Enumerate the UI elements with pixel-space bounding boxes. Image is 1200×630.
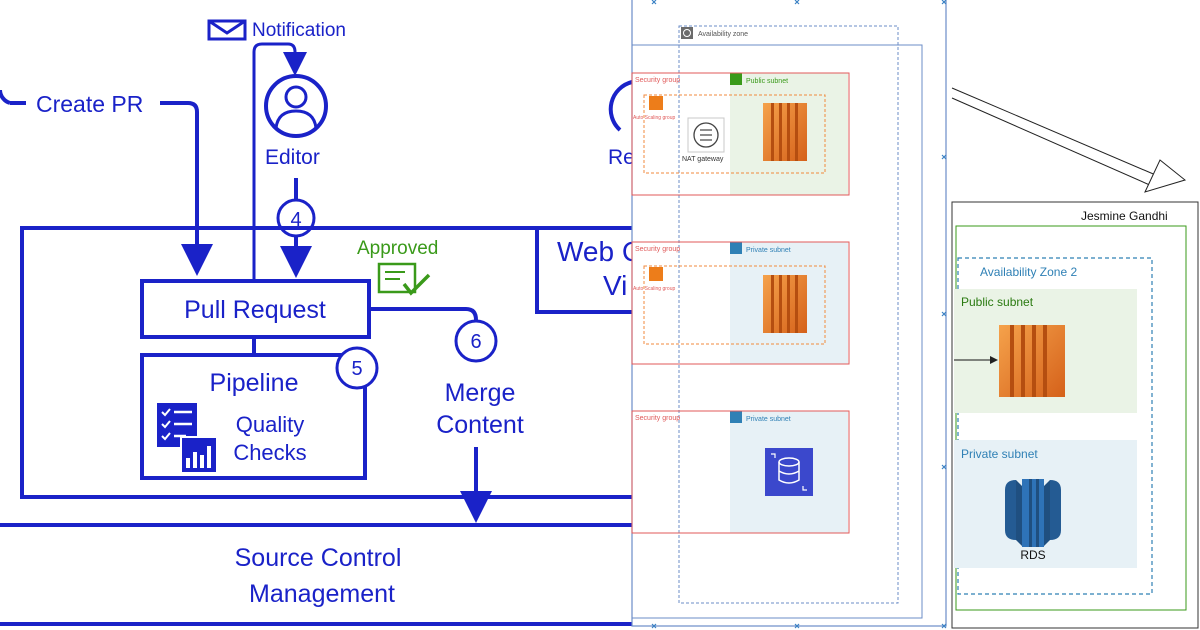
quality-label-line2: Checks: [233, 440, 306, 465]
workflow-container: [20, 226, 632, 499]
availability-zone-label: Availability zone: [698, 31, 748, 38]
security-group-label-1: Security group: [635, 77, 680, 84]
lock-icon: [730, 242, 742, 254]
step-6-circle: [454, 319, 498, 363]
pull-request-label: Pull Request: [184, 296, 326, 324]
reviewer-avatar-partial: [608, 80, 633, 132]
right-panel: Jesmine Gandhi Availability Zone 2 Publi…: [951, 87, 1199, 629]
auto-scaling-icon: [649, 96, 663, 110]
envelope-icon: [207, 19, 247, 41]
scm-label-line2: Management: [249, 580, 395, 608]
create-pr-arrow: [160, 101, 213, 276]
web-label-line2: Vi: [603, 270, 627, 301]
ec2-instance-icon: [999, 325, 1065, 397]
security-group-label-3: Security group: [635, 415, 680, 422]
middle-panel: Availability zone Public subnet Security…: [631, 0, 952, 630]
private-subnet-label-1: Private subnet: [746, 247, 791, 254]
ec2-instance-icon: [763, 275, 807, 333]
merge-label-line2: Content: [436, 411, 524, 439]
lock-icon: [730, 411, 742, 423]
merge-label-line1: Merge: [445, 379, 516, 407]
availability-zone-2-label: Availability Zone 2: [980, 265, 1077, 279]
lock-icon: [730, 73, 742, 85]
security-group-box-2: [631, 241, 850, 365]
auto-scaling-icon: [649, 267, 663, 281]
vpc-box: [955, 225, 1187, 611]
security-group-label-2: Security group: [635, 246, 680, 253]
notification-label: Notification: [252, 20, 346, 41]
rds-database-icon: [765, 448, 813, 496]
step-5-circle: [335, 346, 379, 390]
hollow-arrow: [951, 87, 1187, 193]
checklist-chart-icon: [157, 403, 218, 474]
step-5-label: 5: [351, 358, 362, 380]
merge-connector: [369, 307, 478, 321]
create-pr-label: Create PR: [36, 91, 143, 117]
pipeline-label: Pipeline: [210, 369, 299, 397]
rds-database-icon: [1005, 479, 1061, 547]
auto-scaling-label-1: Auto Scaling group: [633, 115, 675, 121]
auto-scaling-group-box-1: [643, 94, 826, 174]
private-subnet-label-2: Private subnet: [746, 416, 791, 423]
private-subnet-label: Private subnet: [961, 447, 1038, 461]
vpc-frame: [632, 44, 923, 619]
auto-scaling-group-box-2: [643, 265, 826, 345]
availability-zone-icon: [681, 27, 693, 39]
selection-handles: [651, 0, 947, 629]
availability-zone-box: [678, 25, 899, 604]
pull-request-box: [140, 279, 371, 339]
ec2-instance-icon: [763, 103, 807, 161]
owner-frame: [951, 201, 1199, 629]
public-subnet-label: Public subnet: [746, 78, 788, 85]
owner-label: Jesmine Gandhi: [1081, 209, 1168, 223]
availability-zone-2-box: [957, 257, 1153, 595]
web-box: [535, 226, 632, 314]
security-group-box-3: [631, 410, 850, 534]
step-6-label: 6: [470, 331, 481, 353]
create-pr-start-node: [0, 89, 11, 105]
step-4-label: 4: [290, 209, 301, 231]
web-label-line1: Web C: [557, 236, 642, 267]
reviewer-label-partial: Re: [608, 146, 635, 169]
security-group-box-1: [631, 72, 850, 196]
rds-label: RDS: [1020, 548, 1045, 562]
editor-label: Editor: [265, 146, 320, 169]
editor-avatar-icon: [264, 74, 328, 138]
notification-arrow: [252, 42, 307, 282]
public-subnet-label: Public subnet: [961, 295, 1034, 309]
nat-gateway-icon: [687, 117, 725, 153]
left-panel: Create PR Notification Editor 4 Web C Vi…: [0, 19, 643, 626]
scm-label-line1: Source Control: [235, 544, 402, 572]
nat-gateway-label: NAT gateway: [682, 156, 724, 163]
auto-scaling-label-2: Auto Scaling group: [633, 286, 675, 292]
approved-label: Approved: [357, 238, 438, 259]
quality-label-line1: Quality: [236, 412, 304, 437]
approved-document-icon: [377, 262, 431, 296]
